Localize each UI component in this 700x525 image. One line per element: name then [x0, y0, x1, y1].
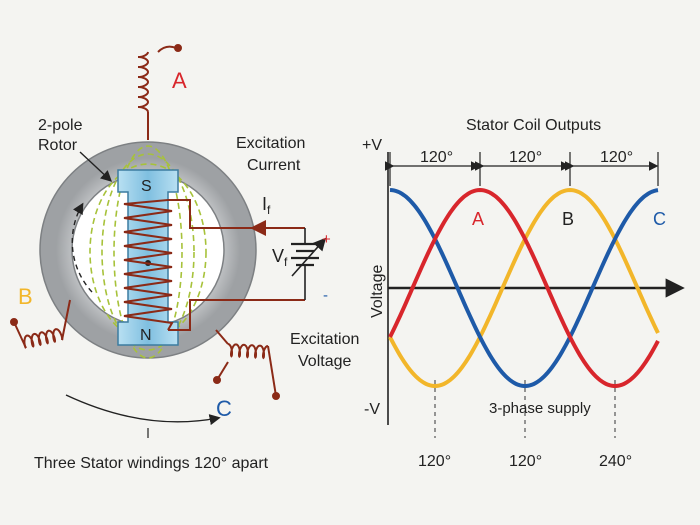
- rotor-label-line1: 2-pole: [38, 117, 83, 134]
- stator-coil-b: [10, 299, 71, 349]
- excitation-voltage-line1: Excitation: [290, 331, 359, 348]
- y-bottom-label: -V: [364, 401, 380, 418]
- supply-label: 3-phase supply: [489, 400, 591, 417]
- phase-b-label: B: [18, 284, 33, 309]
- phase-a-wave: [388, 187, 660, 388]
- y-top-label: +V: [362, 137, 382, 154]
- pole-north-label: N: [140, 327, 152, 344]
- spacing-label-1: 120°: [420, 149, 453, 166]
- wave-label-c: C: [653, 209, 666, 229]
- rotor-winding: [123, 199, 305, 331]
- excitation-source: [291, 228, 327, 300]
- current-symbol: If: [262, 194, 271, 217]
- stator-caption: Three Stator windings 120° apart: [34, 455, 269, 472]
- pole-south-label: S: [141, 178, 152, 195]
- plus-sign: +: [322, 231, 331, 248]
- rotor-label-line2: Rotor: [38, 137, 78, 154]
- phase-a-label: A: [172, 68, 187, 93]
- stator-coil-a: [138, 44, 182, 140]
- waveform-title: Stator Coil Outputs: [466, 117, 601, 134]
- rotation-arrow: [71, 202, 93, 293]
- y-axis-label: Voltage: [369, 265, 386, 318]
- excitation-voltage-line2: Voltage: [298, 353, 351, 370]
- spacing-label-3: 120°: [600, 149, 633, 166]
- minus-sign: -: [323, 287, 328, 304]
- voltage-symbol: Vf: [272, 246, 288, 269]
- caption-arrow: [65, 394, 221, 426]
- bottom-tick-1: 120°: [418, 453, 451, 470]
- bottom-tick-2: 120°: [509, 453, 542, 470]
- bottom-tick-3: 240°: [599, 453, 632, 470]
- rotor-pointer-arrow: [79, 151, 113, 182]
- phase-c-label: C: [216, 396, 232, 421]
- spacing-label-2: 120°: [509, 149, 542, 166]
- excitation-current-line1: Excitation: [236, 135, 305, 152]
- excitation-current-line2: Current: [247, 157, 301, 174]
- stator-coil-c: [213, 329, 280, 400]
- waveform-chart: [384, 152, 685, 438]
- wave-label-b: B: [562, 209, 574, 229]
- wave-label-a: A: [472, 209, 484, 229]
